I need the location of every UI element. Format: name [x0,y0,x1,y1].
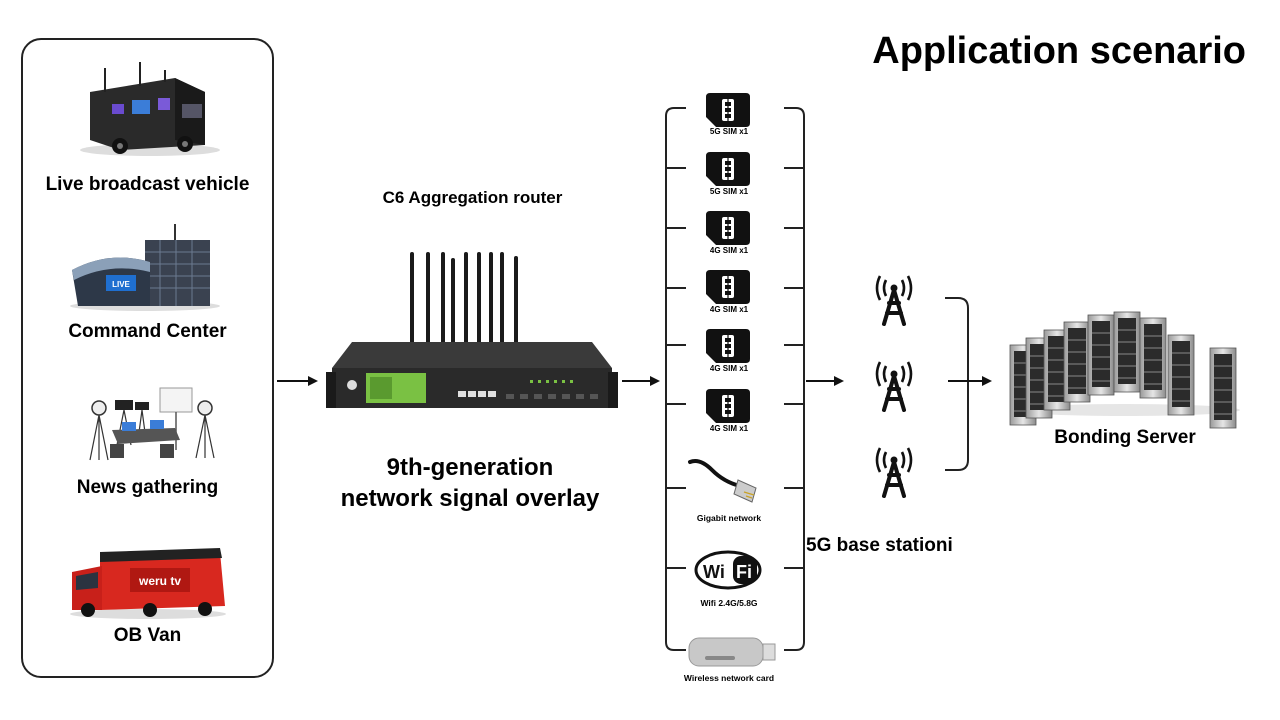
link-label-wireless-card: Wireless network card [683,673,775,683]
link-label-1: 5G SIM x1 [709,127,749,136]
source-panel [21,38,274,678]
link-label-gigabit: Gigabit network [696,513,762,523]
links-bracket [665,107,805,651]
router-title: C6 Aggregation router [382,188,563,207]
towers-bracket [945,297,969,471]
server-label: Bonding Server [1054,427,1196,448]
sim-card-icon-2 [705,151,751,187]
source-label-command-center: Command Center [68,321,227,342]
sim-card-icon-1 [705,92,751,128]
router-caption-line1: 9th-generation [386,454,554,481]
sim-card-icon-6 [705,388,751,424]
svg-text:LIVE: LIVE [112,280,130,289]
studio-icon [89,387,215,461]
router-icon [326,252,618,408]
sim-card-icon-3 [705,210,751,246]
link-label-wifi: Wifi 2.4G/5.8G [700,598,758,608]
svg-text:weru tv: weru tv [138,574,181,588]
link-label-6: 4G SIM x1 [709,424,749,433]
page-title: Application scenario [872,30,1246,72]
source-label-news-gathering: News gathering [76,477,219,498]
sim-card-icon-4 [705,269,751,305]
ethernet-cable-icon [688,459,757,503]
cell-tower-icon-2 [875,360,913,412]
svg-text:Wi: Wi [703,562,725,582]
usb-dongle-icon [688,637,776,667]
cell-tower-icon-3 [875,446,913,498]
server-rack-icon [1009,311,1240,429]
source-label-live-broadcast: Live broadcast vehicle [45,174,250,195]
link-label-3: 4G SIM x1 [709,246,749,255]
sim-card-icon-5 [705,328,751,364]
router-caption-line2: network signal overlay [340,485,600,512]
ob-van-icon: weru tv [70,548,226,619]
svg-text:Fi: Fi [736,562,752,582]
link-label-4: 4G SIM x1 [709,305,749,314]
cell-tower-icon-1 [875,274,913,326]
link-label-5: 4G SIM x1 [709,364,749,373]
wifi-logo-icon: Wi Fi [694,550,762,590]
source-label-ob-van: OB Van [113,625,182,646]
building-icon: LIVE [70,224,220,311]
broadcast-truck-icon [80,62,220,156]
base-station-label: 5G base stationi [806,535,953,556]
link-label-2: 5G SIM x1 [709,187,749,196]
router-caption: 9th-generation network signal overlay [310,452,630,514]
